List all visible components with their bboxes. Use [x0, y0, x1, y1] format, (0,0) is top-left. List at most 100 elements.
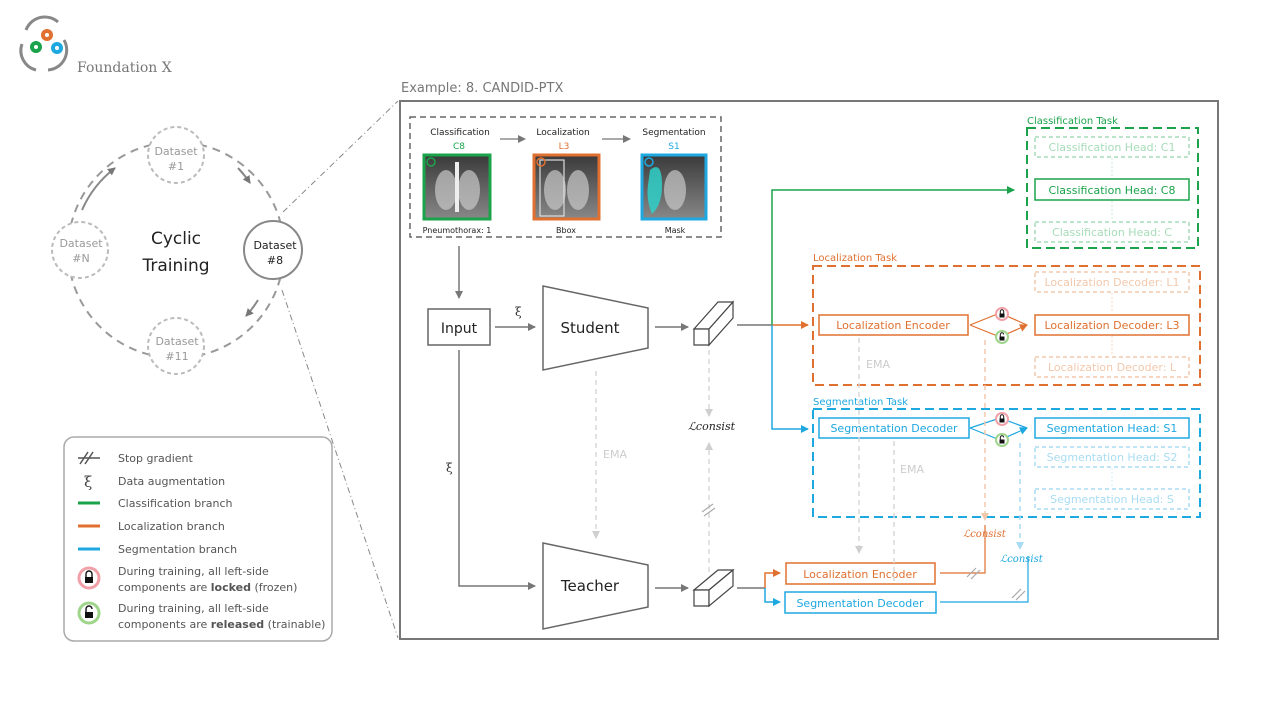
teacher-seg-out: [940, 556, 1029, 603]
localization-task-title: Localization Task: [813, 253, 897, 264]
legend-released-line2: components are released (trainable): [118, 618, 325, 631]
classification-head-c1-label: Classification Head: C1: [1049, 141, 1176, 154]
localization-decoder-l3: [1034, 314, 1190, 336]
segmentation-head-s2: [1034, 446, 1190, 468]
teacher-localization-encoder: [785, 562, 936, 585]
zoom-line: [281, 289, 399, 639]
legend: Stop gradient ξ Data augmentation Classi…: [63, 436, 333, 642]
task-strip: Classification C8 Localization L3 Segmen…: [409, 116, 722, 238]
legend-locked-line1: During training, all left-side: [118, 565, 269, 578]
cycle-logo-icon: [19, 15, 69, 72]
dataset-number: #N: [72, 252, 89, 265]
input-box: [427, 308, 491, 346]
teacher-label: Teacher: [560, 577, 620, 595]
student-segmentation-decoder: [818, 417, 970, 439]
strip-classification-caption: Pneumothorax: 1: [423, 226, 492, 235]
dataset-node-11: Dataset #11: [147, 317, 205, 375]
cycle-arrow: [237, 167, 251, 184]
strip-classification-code: C8: [453, 142, 465, 152]
strip-segmentation-label: Segmentation: [642, 128, 705, 138]
stop-gradient-icon: [78, 451, 100, 465]
legend-released-line1: During training, all left-side: [118, 602, 269, 615]
localization-decoder-l1-label: Localization Decoder: L1: [1044, 276, 1179, 289]
segmentation-head-s1: [1034, 417, 1190, 439]
input-label: Input: [441, 321, 478, 337]
loss-label: ℒconsist: [688, 420, 736, 433]
teacher-loc-out: [940, 525, 986, 574]
dataset-node-8: Dataset #8: [243, 220, 303, 280]
logo-text: Foundation X: [77, 60, 172, 76]
student-feature-block: [692, 300, 735, 347]
segmentation-head-s: [1034, 488, 1190, 510]
unlock-icon: [77, 601, 101, 625]
localization-decoder-l1: [1034, 271, 1190, 293]
teacher-model: Teacher: [542, 542, 649, 630]
dataset-number: #8: [267, 254, 283, 267]
strip-segmentation-caption: Mask: [665, 226, 686, 235]
legend-classification: Classification branch: [118, 497, 233, 510]
dataset-number: #11: [165, 350, 188, 363]
localization-task-group: Localization Task Localization Encoder L…: [812, 253, 1201, 386]
classification-head-c8: [1034, 178, 1190, 201]
teacher-segmentation-branch: [764, 588, 781, 606]
classification-branch-line: [771, 186, 1015, 325]
student-label: Student: [560, 319, 619, 337]
xray-segmentation-image: [640, 153, 708, 221]
example-title: Example: 8. CANDID-PTX: [401, 81, 563, 96]
cycle-title-line1: Cyclic: [151, 229, 201, 249]
segmentation-head-s-label: Segmentation Head: S: [1050, 493, 1174, 506]
unlock-icon: [995, 330, 1009, 344]
cycle-arrow: [81, 167, 116, 211]
classification-head-c1: [1034, 136, 1190, 158]
strip-localization-caption: Bbox: [556, 226, 576, 235]
lock-icon: [995, 307, 1009, 321]
localization-decoder-l-label: Localization Decoder: L: [1048, 361, 1177, 374]
dataset-node-1: Dataset #1: [147, 126, 205, 184]
legend-data-augmentation: Data augmentation: [118, 475, 225, 488]
xi-icon: ξ: [84, 473, 92, 491]
classification-head-c: [1034, 221, 1190, 243]
teacher-localization-branch: [764, 569, 781, 588]
localization-encoder-label: Localization Encoder: [836, 319, 950, 332]
unlock-icon: [995, 433, 1009, 447]
student-localization-encoder: [818, 314, 969, 336]
legend-localization: Localization branch: [118, 520, 225, 533]
stop-gradient-icon: [701, 503, 716, 517]
xi-symbol: ξ: [515, 305, 522, 319]
segmentation-head-s1-label: Segmentation Head: S1: [1047, 422, 1178, 435]
dataset-label: Dataset: [59, 237, 103, 250]
strip-classification-label: Classification: [430, 128, 490, 138]
dataset-node-n: Dataset #N: [51, 221, 109, 279]
segmentation-task-title: Segmentation Task: [813, 397, 908, 408]
segmentation-head-s2-label: Segmentation Head: S2: [1047, 451, 1178, 464]
dataset-label: Dataset: [154, 145, 198, 158]
lock-icon: [995, 412, 1009, 426]
zoom-line: [282, 100, 399, 213]
stop-gradient-icon: [1011, 588, 1026, 601]
strip-localization-code: L3: [559, 142, 570, 152]
legend-locked-line2: components are locked (frozen): [118, 581, 297, 594]
logo: Foundation X: [19, 15, 172, 76]
teacher-localization-encoder-label: Localization Encoder: [803, 568, 917, 581]
classification-task-title: Classification Task: [1027, 116, 1118, 127]
xray-classification-image: [422, 153, 492, 221]
teacher-segmentation-decoder-label: Segmentation Decoder: [796, 597, 924, 610]
teacher-feature-block: [692, 568, 735, 608]
segmentation-decoder-label: Segmentation Decoder: [830, 422, 958, 435]
segmentation-task-group: Segmentation Task Segmentation Decoder S…: [812, 397, 1201, 518]
localization-loss-label: ℒconsist: [963, 529, 1007, 540]
ema-label: EMA: [603, 448, 627, 461]
xray-localization-image: [532, 153, 601, 221]
teacher-segmentation-decoder: [784, 591, 937, 614]
classification-head-c-label: Classification Head: C: [1052, 226, 1172, 239]
dataset-number: #1: [168, 160, 184, 173]
cyclic-training: Dataset #1 Dataset #8 Dataset #11 Datase…: [51, 126, 303, 375]
segmentation-loss-label: ℒconsist: [1000, 554, 1044, 565]
localization-decoder-l3-label: Localization Decoder: L3: [1044, 319, 1179, 332]
student-model: Student: [542, 285, 649, 371]
classification-head-c8-label: Classification Head: C8: [1049, 184, 1176, 197]
legend-stop-gradient: Stop gradient: [118, 452, 194, 465]
classification-task-group: Classification Task Classification Head:…: [1026, 116, 1199, 249]
strip-segmentation-code: S1: [668, 142, 679, 152]
